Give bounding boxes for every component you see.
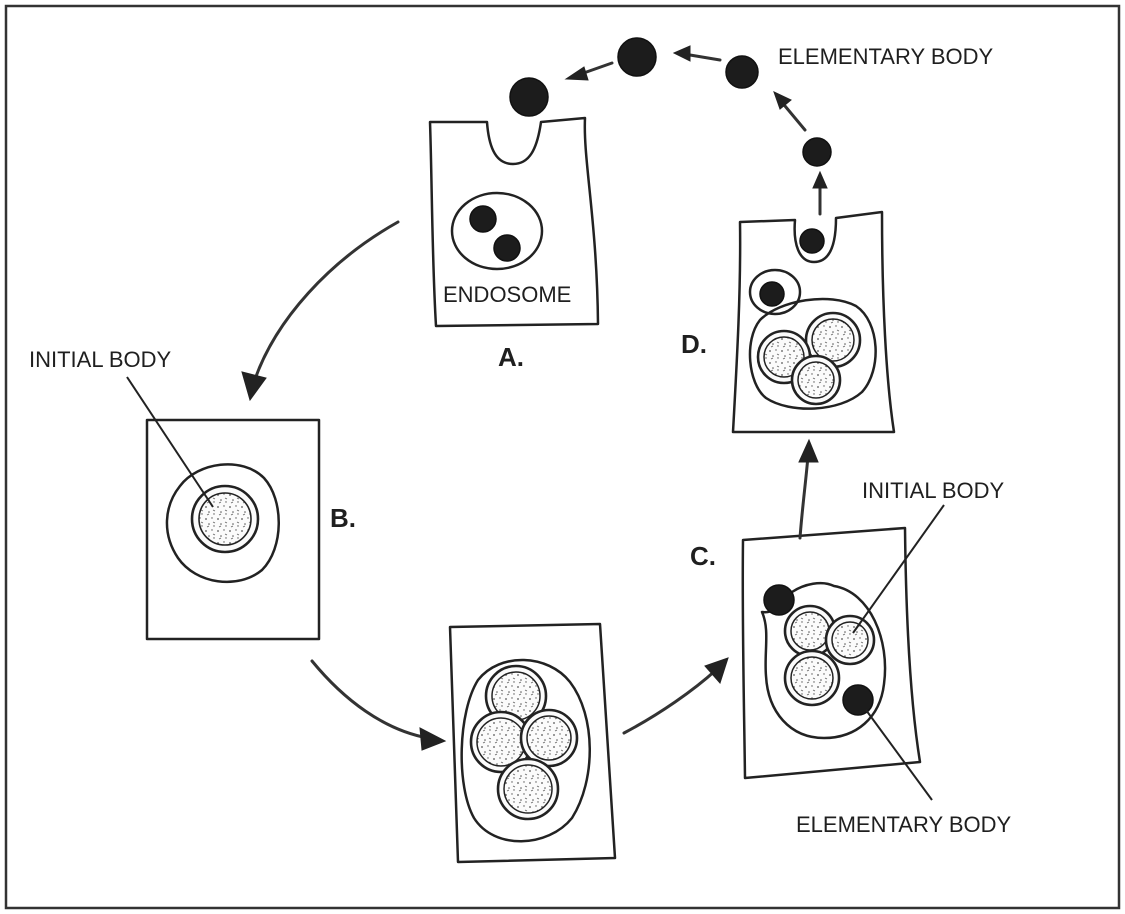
release-arrowhead <box>812 170 828 189</box>
reticulate-body <box>496 757 560 821</box>
cell-d-membrane <box>731 210 896 434</box>
initial-body-pointer <box>852 504 945 634</box>
cell-dividing <box>448 622 617 864</box>
cell-d: D. <box>681 210 896 434</box>
arrow-b-to-dividing <box>310 659 430 740</box>
reticulate-body <box>519 708 579 768</box>
release-arrowhead <box>773 91 792 110</box>
arrow-a-to-b-head <box>241 371 267 402</box>
elementary-body <box>493 234 521 262</box>
cycle-arrows <box>241 220 819 751</box>
arrow-b-to-dividing-head <box>419 727 447 751</box>
release-arrowhead <box>672 45 691 62</box>
reticulate-body <box>783 604 837 658</box>
arrow-c-to-d-head <box>798 438 819 463</box>
elementary-body <box>509 77 549 117</box>
endosome-label: ENDOSOME <box>443 282 571 307</box>
cell-b: B. INITIAL BODY <box>29 347 356 641</box>
inclusion-c <box>760 581 887 740</box>
step-label-c: C. <box>690 541 716 571</box>
inclusion-b <box>165 463 280 584</box>
figure-frame <box>4 4 1121 910</box>
endosome-vesicle <box>450 191 544 271</box>
vesicle-d <box>748 268 802 316</box>
cell-a-membrane <box>428 116 600 328</box>
arrow-c-to-d <box>798 454 810 540</box>
elementary-body <box>617 37 657 77</box>
reticulate-body <box>756 329 812 385</box>
reticulate-body <box>783 649 841 707</box>
reticulate-body <box>469 710 533 774</box>
cell-b-membrane <box>145 418 321 641</box>
cell-dividing-membrane <box>448 622 617 864</box>
elementary-body <box>725 55 759 89</box>
cell-c-membrane <box>741 526 922 780</box>
elementary-body <box>759 281 785 307</box>
elementary-body <box>763 584 795 616</box>
step-label-a: A. <box>498 342 524 372</box>
inclusion-d <box>748 297 877 410</box>
initial-body-label-left: INITIAL BODY <box>29 347 172 372</box>
elementary-body <box>469 205 497 233</box>
arrow-dividing-to-c <box>622 668 718 735</box>
initial-body-pointer <box>126 376 214 508</box>
elementary-body <box>802 137 832 167</box>
reticulate-body <box>824 614 876 666</box>
elementary-body-label-top: ELEMENTARY BODY <box>778 44 994 69</box>
inclusion-dividing <box>460 658 591 843</box>
arrow-a-to-b <box>252 220 400 384</box>
arrow-dividing-to-c-head <box>704 657 729 684</box>
cell-a: ENDOSOME A. <box>428 116 600 372</box>
release-arrowhead <box>564 66 589 81</box>
released-elementary-bodies: ELEMENTARY BODY <box>509 37 994 216</box>
initial-body-label-right: INITIAL BODY <box>862 478 1005 503</box>
reticulate-body <box>790 354 842 406</box>
elementary-body <box>842 684 874 716</box>
initial-body-core <box>198 492 252 546</box>
step-label-d: D. <box>681 329 707 359</box>
elementary-body <box>799 228 825 254</box>
cell-c: C. INITIAL BODY ELEMENTARY BODY <box>690 478 1012 837</box>
elementary-body-label-bottom: ELEMENTARY BODY <box>796 812 1012 837</box>
step-label-b: B. <box>330 503 356 533</box>
elementary-body-pointer <box>865 709 933 801</box>
